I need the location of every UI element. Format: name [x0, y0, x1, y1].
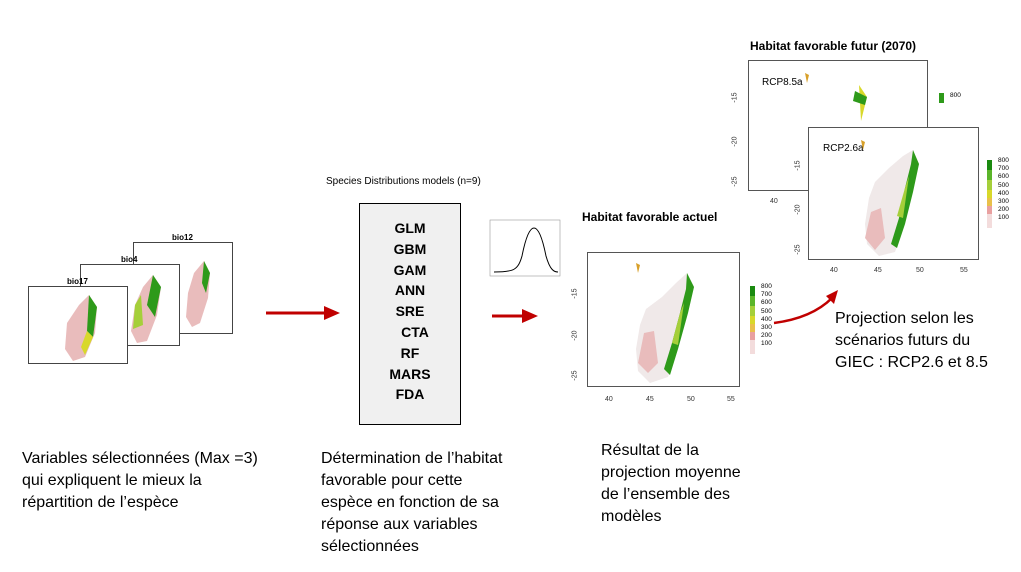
rcp85-ytick-2: -20: [731, 136, 739, 147]
current-habitat-map: [587, 252, 740, 387]
current-legend-200: 200: [761, 332, 772, 340]
current-legend-labels: 800 700 600 500 400 300 200 100: [761, 283, 772, 349]
current-xtick-1: 40: [605, 396, 613, 403]
arrow-2: [492, 309, 538, 323]
rcp26-legend-100: 100: [998, 214, 1009, 222]
stage1-caption-line-1: Variables sélectionnées (Max =3): [22, 450, 258, 467]
rcp26-legend-600: 600: [998, 173, 1009, 181]
model-sre: SRE: [395, 303, 425, 320]
stage3-caption-line-2: projection moyenne: [601, 464, 741, 481]
model-glm: GLM: [394, 220, 426, 236]
rcp26-xtick-3: 50: [916, 267, 924, 274]
rcp26-legend-500: 500: [998, 181, 1009, 189]
variable-map-bio17: bio17: [28, 277, 128, 364]
variable-map-bio4: bio4: [80, 255, 180, 346]
model-ann: ANN: [394, 282, 426, 299]
current-xtick-2: 45: [646, 396, 654, 403]
madagascar-map-bio12: [186, 261, 210, 327]
current-legend-500: 500: [761, 307, 772, 315]
model-cta: CTA: [401, 323, 429, 340]
stage3-caption-line-3: de l’ensemble des: [601, 486, 730, 503]
current-ytick-2: -20: [571, 330, 579, 341]
rcp85-xtick-1: 40: [770, 198, 778, 205]
sdm-models-box: GLM GBM GAM ANN SRE CTA RF MARS FDA: [359, 203, 461, 425]
model-mars: MARS: [389, 365, 431, 382]
variable-label-bio4: bio4: [121, 255, 138, 264]
current-legend-700: 700: [761, 291, 772, 299]
rcp26-xtick-4: 55: [960, 267, 968, 274]
stage1-caption: Variables sélectionnées (Max =3) qui exp…: [22, 448, 312, 514]
sdm-models-list: GLM GBM GAM ANN SRE CTA RF MARS FDA: [360, 218, 460, 405]
rcp26-xtick-1: 40: [830, 267, 838, 274]
rcp26-legend-labels: 800 700 600 500 400 300 200 100: [998, 157, 1009, 223]
stage4-caption: Projection selon les scénarios futurs du…: [835, 308, 1015, 374]
stage4-caption-line-3: GIEC : RCP2.6 et 8.5: [835, 354, 988, 371]
rcp26-legend-800: 800: [998, 157, 1009, 164]
rcp85-ytick-1: -15: [731, 92, 739, 103]
rcp26-ytick-1: -15: [794, 160, 802, 171]
rcp85-legend-top: 800: [950, 92, 961, 99]
rcp85-label: RCP8.5a: [762, 77, 803, 88]
rcp26-legend-400: 400: [998, 189, 1009, 197]
arrow-3-curved: [773, 290, 838, 325]
rcp26-legend-colorbar: [987, 160, 992, 228]
current-ytick-3: -25: [571, 370, 579, 381]
stage3-caption: Résultat de la projection moyenne de l’e…: [601, 440, 801, 528]
rcp26-legend-200: 200: [998, 206, 1009, 214]
variable-label-bio17: bio17: [67, 277, 88, 286]
stage2-caption-line-5: sélectionnées: [321, 538, 419, 555]
stage1-caption-line-2: qui expliquent le mieux la: [22, 472, 202, 489]
model-gam: GAM: [393, 261, 427, 278]
current-xtick-4: 55: [727, 396, 735, 403]
rcp85-legend-colorbar: [939, 93, 944, 103]
model-rf: RF: [400, 344, 420, 361]
response-curve-thumbnail: [489, 219, 561, 277]
current-legend-colorbar: [750, 286, 755, 354]
current-legend-800: 800: [761, 283, 772, 290]
future-map-rcp26: RCP2.6a: [808, 127, 979, 260]
arrow-1: [266, 306, 340, 320]
stage4-caption-line-2: scénarios futurs du: [835, 332, 971, 349]
madagascar-map-rcp26: [861, 140, 919, 256]
rcp85-ytick-3: -25: [731, 176, 739, 187]
model-gbm: GBM: [393, 240, 427, 257]
variable-label-bio12: bio12: [172, 233, 193, 242]
current-legend-600: 600: [761, 299, 772, 307]
stage3-caption-line-1: Résultat de la: [601, 442, 699, 459]
sdm-title: Species Distributions models (n=9): [326, 176, 481, 187]
stage3-caption-line-4: modèles: [601, 508, 662, 525]
stage2-caption-line-2: favorable pour cette: [321, 472, 463, 489]
stage2-caption-line-1: Détermination de l’habitat: [321, 450, 503, 467]
rcp26-ytick-3: -25: [794, 244, 802, 255]
rcp26-legend-300: 300: [998, 198, 1009, 206]
madagascar-map-bio17: [65, 295, 97, 361]
rcp26-label: RCP2.6a: [823, 143, 864, 154]
current-ytick-1: -15: [571, 288, 579, 299]
rcp26-xtick-2: 45: [874, 267, 882, 274]
current-legend-400: 400: [761, 315, 772, 323]
current-legend-100: 100: [761, 340, 772, 348]
current-legend-300: 300: [761, 324, 772, 332]
madagascar-map-rcp85: [805, 73, 867, 121]
stage1-caption-line-3: répartition de l’espèce: [22, 494, 179, 511]
madagascar-map-current: [636, 263, 694, 383]
stage4-caption-line-1: Projection selon les: [835, 310, 974, 327]
stage2-caption-line-4: réponse aux variables: [321, 516, 478, 533]
current-habitat-title: Habitat favorable actuel: [582, 210, 718, 224]
madagascar-map-bio4: [131, 275, 161, 343]
future-habitat-title: Habitat favorable futur (2070): [750, 39, 917, 53]
current-xtick-3: 50: [687, 396, 695, 403]
model-fda: FDA: [395, 386, 425, 403]
rcp26-ytick-2: -20: [794, 204, 802, 215]
stage2-caption-line-3: espèce en fonction de sa: [321, 494, 499, 511]
rcp26-legend-700: 700: [998, 165, 1009, 173]
stage2-caption: Détermination de l’habitat favorable pou…: [321, 448, 551, 558]
